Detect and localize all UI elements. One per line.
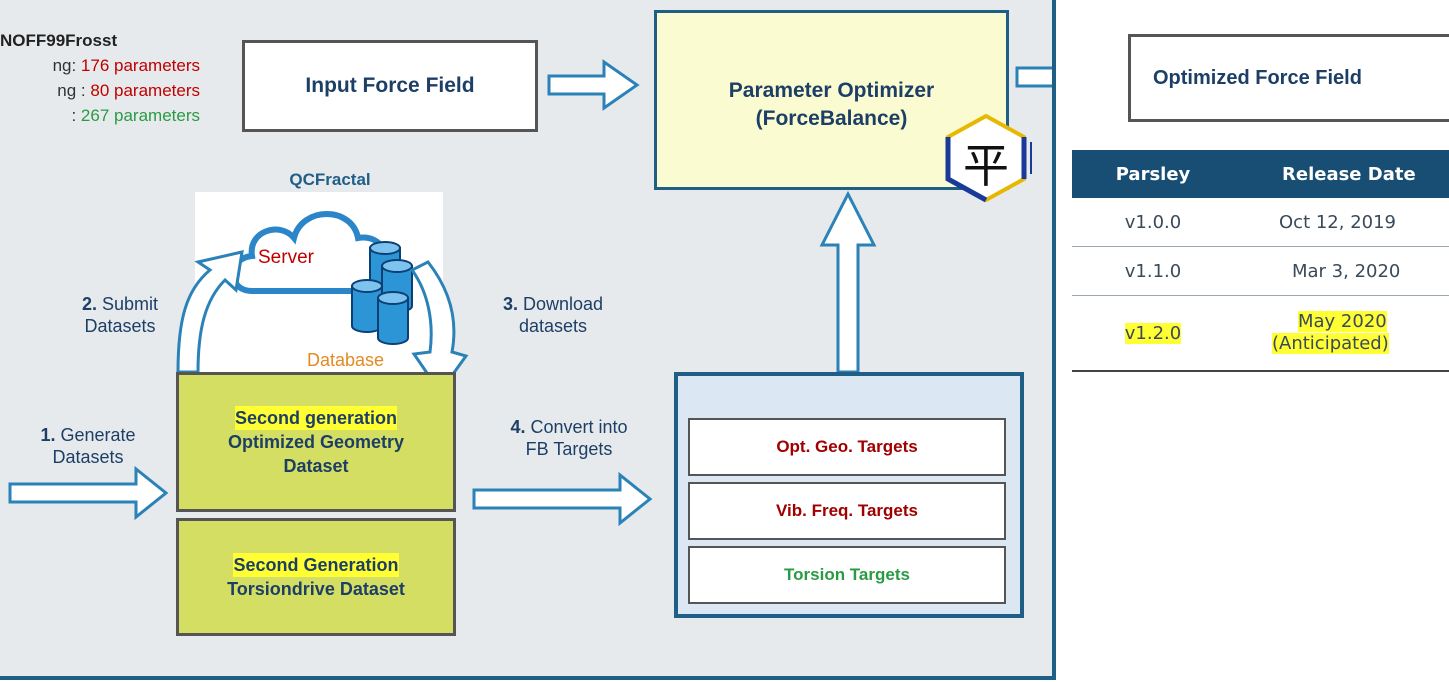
version-cell: v1.2.0 bbox=[1124, 322, 1182, 344]
ff-info-value-3: 267 parameters bbox=[80, 106, 200, 125]
step-3-num: 3. bbox=[502, 294, 518, 314]
table-row: v1.0.0 Oct 12, 2019 bbox=[1072, 198, 1449, 247]
arrows-layer bbox=[8, 59, 1052, 527]
date-cell: Mar 3, 2020 bbox=[1234, 246, 1449, 296]
ff-info-value-1: 176 parameters bbox=[80, 56, 200, 75]
step-4-text2: FB Targets bbox=[525, 439, 613, 459]
forcebalance-hexagon-icon bbox=[945, 113, 1034, 203]
optimizer-title: Parameter Optimizer bbox=[728, 79, 935, 102]
dataset-optgeo-box: Second generation Optimized Geometry Dat… bbox=[176, 372, 456, 512]
step-2-text1: Submit bbox=[102, 294, 159, 314]
ff-info-label-3: : bbox=[71, 106, 81, 125]
step-1-text1: Generate bbox=[60, 425, 136, 445]
dataset-torsiondrive-box: Second Generation Torsiondrive Dataset bbox=[176, 518, 456, 636]
ff-info-value-2: 80 parameters bbox=[90, 81, 200, 100]
step-4-label: 4. Convert into FB Targets bbox=[484, 416, 654, 460]
step-3-text1: Download bbox=[522, 294, 604, 314]
dataset-optgeo-line3: Dataset bbox=[283, 456, 349, 476]
server-label: Server bbox=[258, 247, 314, 268]
table-row: v1.1.0 Mar 3, 2020 bbox=[1072, 246, 1449, 296]
arrow-convert bbox=[472, 471, 653, 527]
target-optgeo: Opt. Geo. Targets bbox=[688, 418, 1006, 476]
input-force-field-label: Input Force Field bbox=[305, 74, 475, 97]
target-vibfreq: Vib. Freq. Targets bbox=[688, 482, 1006, 540]
target-vibfreq-label: Vib. Freq. Targets bbox=[775, 501, 919, 520]
dataset-optgeo-title: Second generation bbox=[234, 406, 398, 430]
arrow-targets-to-optimizer bbox=[819, 190, 877, 374]
logo-glyph: 平 bbox=[963, 139, 1009, 193]
dataset-torsiondrive-line2: Torsiondrive Dataset bbox=[227, 579, 405, 599]
input-force-field-box: Input Force Field bbox=[242, 40, 538, 132]
date-cell: May 2020 bbox=[1298, 311, 1387, 332]
ff-info: NOFF99Frosst ng: 176 parameters ng : 80 … bbox=[0, 28, 200, 128]
forcebalance-logo: 平 bbox=[940, 112, 1034, 204]
target-torsion-label: Torsion Targets bbox=[784, 565, 910, 584]
step-3-text2: datasets bbox=[518, 316, 588, 336]
arrow-optimizer-to-output bbox=[1015, 66, 1052, 88]
target-optgeo-label: Opt. Geo. Targets bbox=[776, 437, 918, 456]
target-torsion: Torsion Targets bbox=[688, 546, 1006, 604]
ff-info-title: NOFF99Frosst bbox=[0, 31, 118, 50]
date-cell: Oct 12, 2019 bbox=[1234, 198, 1449, 247]
database-label: Database bbox=[307, 350, 385, 370]
arrow-submit bbox=[176, 250, 244, 374]
step-2-text2: Datasets bbox=[84, 316, 156, 336]
version-cell: v1.1.0 bbox=[1072, 246, 1234, 296]
version-cell: v1.0.0 bbox=[1072, 198, 1234, 247]
arrow-generate bbox=[8, 465, 169, 521]
optimizer-subtitle: (ForceBalance) bbox=[755, 107, 908, 130]
date-note: (Anticipated) bbox=[1272, 333, 1389, 354]
step-2-num: 2. bbox=[81, 294, 97, 314]
ff-info-label-1: ng: bbox=[52, 56, 81, 75]
qcfractal-title: QCFractal bbox=[289, 170, 371, 189]
step-4-text1: Convert into bbox=[530, 417, 628, 437]
step-1-text2: Datasets bbox=[52, 447, 124, 467]
step-1-num: 1. bbox=[40, 425, 56, 445]
ff-info-label-2: ng : bbox=[57, 81, 91, 100]
optimized-force-field-label: Optimized Force Field bbox=[1153, 66, 1362, 89]
table-header-row: Parsley Release Date bbox=[1072, 150, 1449, 198]
header-parsley: Parsley bbox=[1072, 150, 1234, 198]
step-1-label: 1. Generate Datasets bbox=[18, 424, 158, 468]
database-icon bbox=[351, 241, 413, 345]
step-2-label: 2. Submit Datasets bbox=[50, 293, 190, 337]
table-row: v1.2.0 May 2020 (Anticipated) bbox=[1072, 295, 1449, 372]
dataset-optgeo-line2: Optimized Geometry bbox=[227, 432, 405, 452]
dataset-torsiondrive-title: Second Generation bbox=[233, 553, 399, 577]
header-release-date: Release Date bbox=[1234, 150, 1449, 198]
arrow-input-to-optimizer bbox=[547, 59, 640, 111]
step-4-num: 4. bbox=[510, 417, 526, 437]
step-3-label: 3. Download datasets bbox=[478, 293, 628, 337]
optimized-force-field-box: Optimized Force Field bbox=[1128, 34, 1449, 122]
release-table: Parsley Release Date v1.0.0 Oct 12, 2019… bbox=[1072, 150, 1449, 372]
